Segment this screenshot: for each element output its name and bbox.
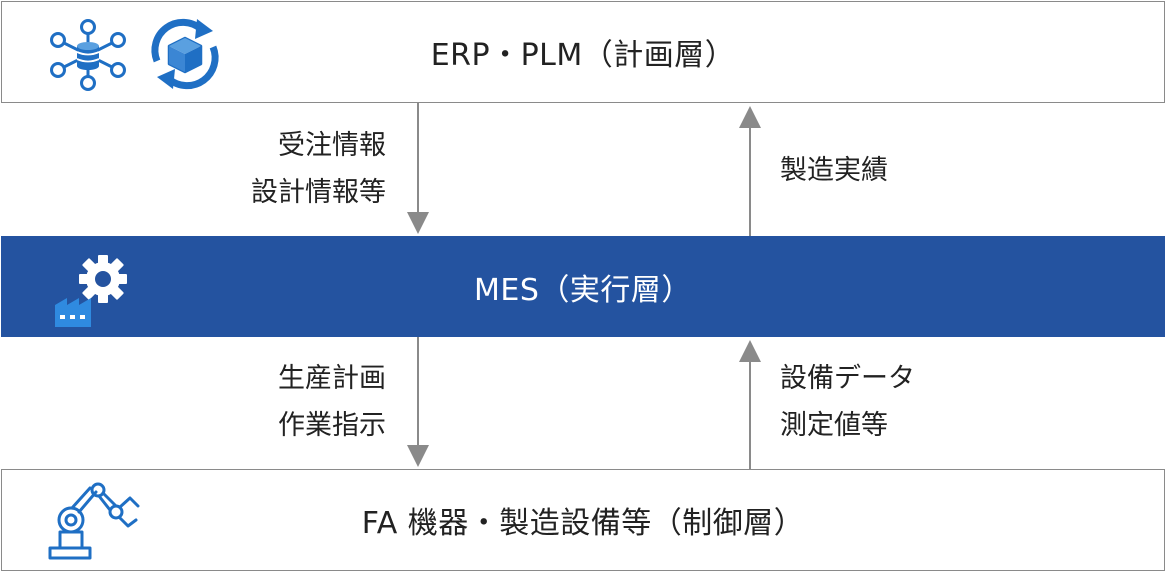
robot-arm-icon <box>48 482 140 560</box>
factory-gear-icon <box>55 255 127 327</box>
control-layer-title: FA 機器・製造設備等（制御層） <box>361 506 805 541</box>
flow-text: 設計情報等 <box>251 177 386 208</box>
control-layer: FA 機器・製造設備等（制御層） <box>1 469 1165 571</box>
flow-text: 製造実績 <box>780 155 888 186</box>
flow-text: 生産計画 <box>278 363 386 394</box>
network-database-icon <box>50 19 126 91</box>
arrow-down-planning-to-execution <box>407 103 429 234</box>
flow-text: 設備データ <box>780 363 915 394</box>
cycle-box-icon <box>151 18 219 90</box>
execution-layer-title: MES（実行層） <box>474 272 692 308</box>
control-to-execution-label: 設備データ 測定値等 <box>780 355 915 449</box>
arrow-down-execution-to-control <box>407 337 429 467</box>
flow-text: 作業指示 <box>278 410 386 441</box>
planning-layer-title: ERP・PLM（計画層） <box>430 38 736 73</box>
planning-to-execution-label: 受注情報 設計情報等 <box>251 122 386 216</box>
arrow-up-control-to-execution <box>739 340 761 469</box>
flow-text: 受注情報 <box>278 130 386 161</box>
planning-layer: ERP・PLM（計画層） <box>1 1 1165 103</box>
execution-to-control-label: 生産計画 作業指示 <box>278 355 386 449</box>
execution-layer: MES（実行層） <box>1 236 1165 337</box>
execution-to-planning-label: 製造実績 <box>780 147 888 194</box>
flow-text: 測定値等 <box>780 410 888 441</box>
arrow-up-execution-to-planning <box>739 106 761 236</box>
